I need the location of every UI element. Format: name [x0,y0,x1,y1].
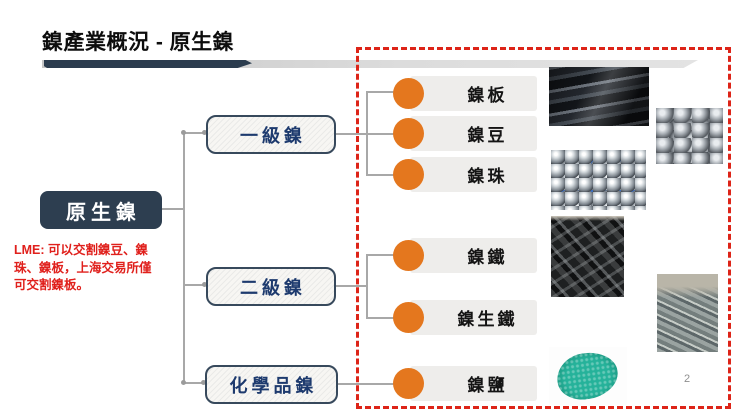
nickel-pig-iron-photo [657,274,718,352]
connector-class1-main [336,133,394,135]
product-label-nickel-plate: 鎳板 [410,76,537,111]
category-box-class2-nickel: 二級鎳 [206,267,336,306]
connector-junction-dot [181,380,186,385]
connector-branch-1 [185,132,206,134]
product-label-nickel-pellet: 鎳珠 [410,157,537,192]
bullet-circle-icon [393,159,424,190]
page-title: 鎳產業概況 - 原生鎳 [42,31,235,54]
connector-class2-vertical [366,254,368,319]
page-number: 2 [684,373,691,385]
products-dashed-frame [356,47,731,409]
connector-root-horizontal [162,208,185,210]
nickel-plate-photo [549,67,649,126]
nickel-briquette-photo [656,108,723,164]
bullet-circle-icon [393,368,424,399]
connector-junction-dot [202,130,207,135]
connector-junction-dot [202,282,207,287]
product-label-nickel-salt: 鎳鹽 [410,366,537,401]
bullet-circle-icon [393,78,424,109]
connector-junction-dot [201,380,206,385]
connector-class1-vertical [366,92,368,176]
title-underline-swoosh [44,60,252,68]
connector-class1-stub-bottom [366,174,394,176]
product-label-ferronickel: 鎳鐵 [410,238,537,273]
bullet-circle-icon [393,240,424,271]
connector-class1-stub-top [366,91,394,93]
connector-class2-stub-bottom [366,317,394,319]
bullet-circle-icon [393,118,424,149]
connector-class2-main [336,285,367,287]
connector-branch-2 [185,284,206,286]
connector-branch-3 [185,382,205,384]
product-label-nickel-pig-iron: 鎳生鐵 [410,300,537,335]
bullet-circle-icon [393,302,424,333]
nickel-salt-pile [553,348,621,404]
connector-class2-stub-top [366,254,394,256]
connector-trunk-vertical [183,132,185,384]
connector-chemical-main [338,383,394,385]
ferronickel-photo [551,216,624,297]
nickel-salt-photo [549,347,627,405]
root-node-primary-nickel: 原生鎳 [40,191,162,229]
connector-junction-dot [181,130,186,135]
lme-note: LME: 可以交割鎳豆、鎳珠、鎳板，上海交易所僅可交割鎳板。 [14,243,152,292]
nickel-pellet-photo [551,150,646,210]
category-box-chemical-nickel: 化學品鎳 [205,365,338,404]
category-box-class1-nickel: 一級鎳 [206,115,336,154]
product-label-nickel-briquette: 鎳豆 [410,116,537,151]
title-underline-bar [42,60,698,68]
